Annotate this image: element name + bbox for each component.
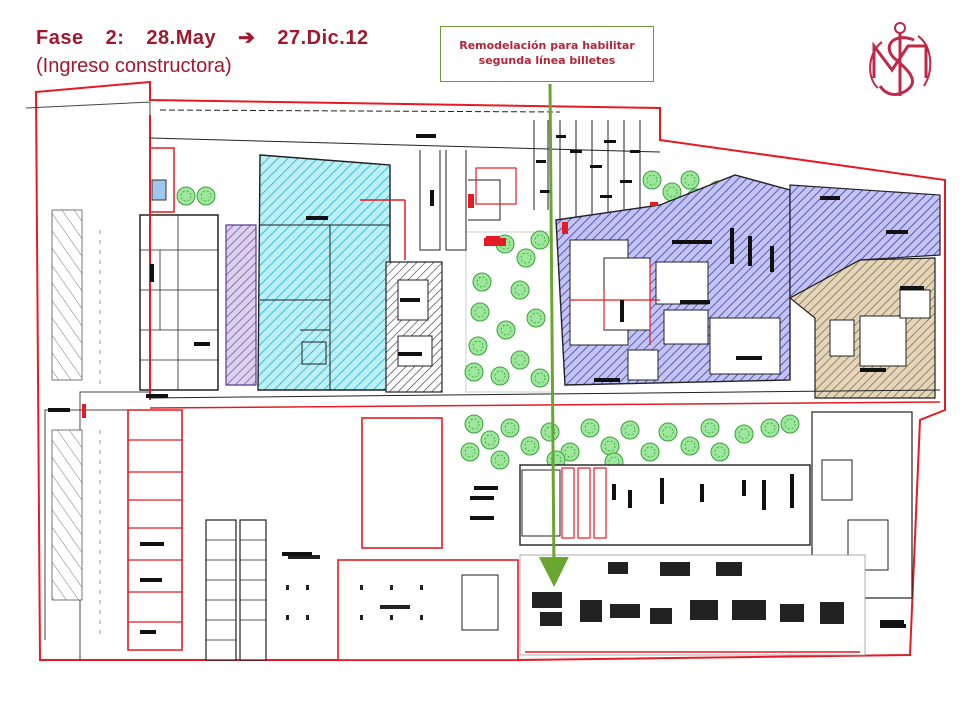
arrow-right-icon: ➔ xyxy=(238,27,256,49)
building-lower-center xyxy=(361,417,443,549)
callout-box: Remodelación para habilitar segunda líne… xyxy=(440,26,654,82)
zone-cyan xyxy=(257,154,391,391)
callout-arrow xyxy=(538,83,569,587)
site-boundary xyxy=(34,80,946,661)
title-word-number: 2: xyxy=(105,27,125,49)
title-word-phase: Fase xyxy=(36,27,84,49)
title-subtitle: (Ingreso constructora) xyxy=(36,55,232,77)
callout-line-2: segunda línea billetes xyxy=(478,54,616,67)
plan-labels xyxy=(48,134,924,634)
parking-lot-upper xyxy=(51,209,83,381)
zone-purple xyxy=(225,224,257,386)
title-line: Fase 2: 28.May ➔ 27.Dic.12 xyxy=(36,26,391,50)
title-start-date: 28.May xyxy=(146,27,217,49)
building-lower-right xyxy=(519,464,811,546)
parking-lot-lower xyxy=(51,429,83,601)
slide-title: Fase 2: 28.May ➔ 27.Dic.12 (Ingreso construc… xyxy=(36,26,391,78)
title-end-date: 27.Dic.12 xyxy=(277,27,369,49)
monogram-logo xyxy=(869,22,932,96)
building-left-block xyxy=(139,214,219,391)
callout-line-1: Remodelación para habilitar xyxy=(459,39,635,53)
